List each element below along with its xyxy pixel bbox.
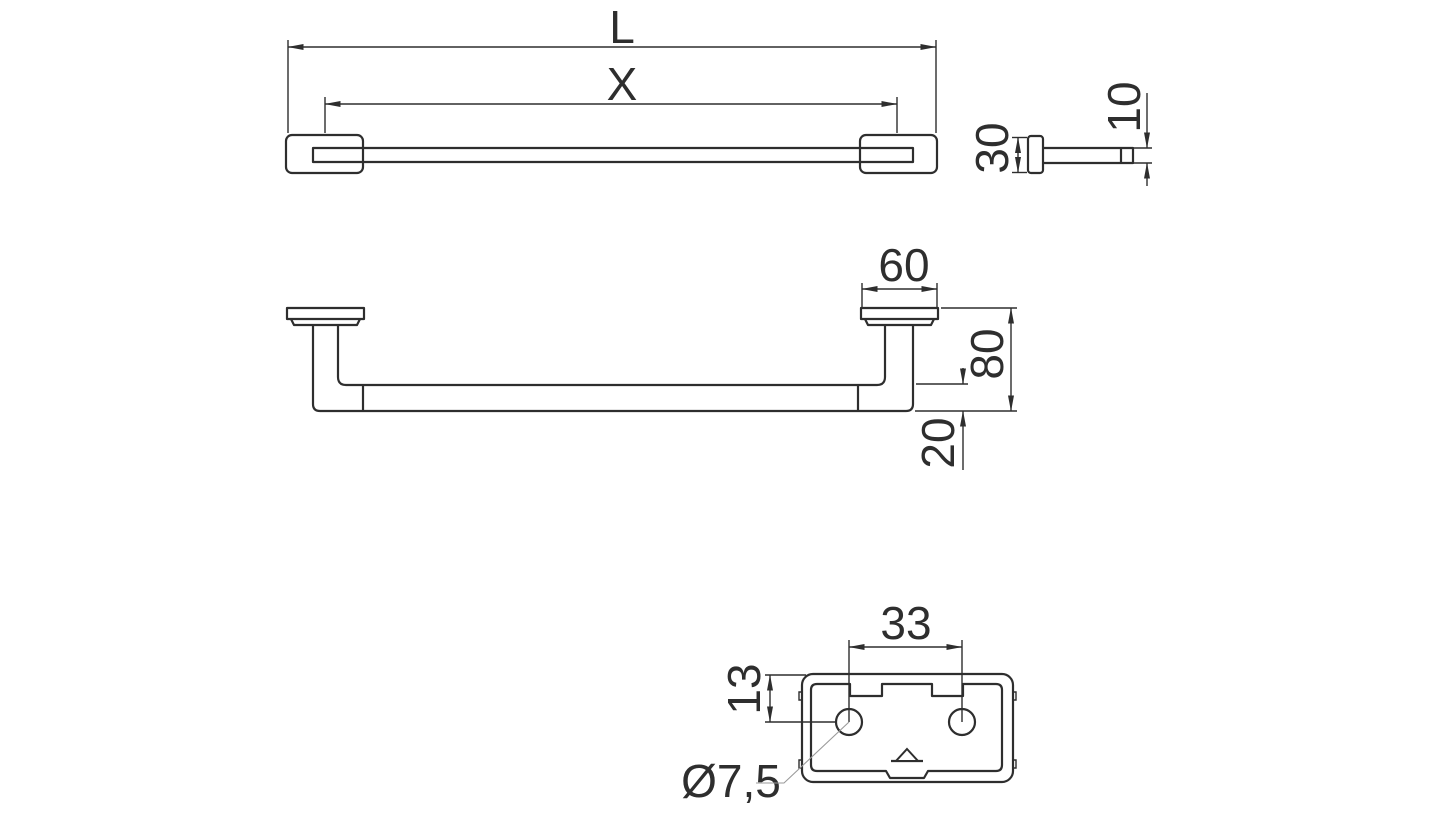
dim-label-hole-offset: 13 <box>718 663 770 714</box>
dim-plate-width: 60 <box>861 239 938 307</box>
dim-hole-spacing: X <box>324 58 898 133</box>
dim-plate-height: 30 <box>966 122 1027 174</box>
plate-outer <box>800 672 1015 784</box>
dim-label-hole-diameter: Ø7,5 <box>681 755 781 807</box>
bar-and-posts-front <box>311 325 915 413</box>
dim-label-plate-height: 30 <box>966 122 1018 173</box>
center-tab-marker <box>893 747 921 762</box>
dim-bar-thickness: 10 <box>1098 81 1152 186</box>
dim-label-plate-hole-spacing: 33 <box>880 597 931 649</box>
dim-bar-depth: 20 <box>912 368 968 470</box>
plate-face-view: 33 13 Ø7,5 <box>681 597 1017 807</box>
plate-inner <box>809 682 1004 780</box>
bar-plan <box>311 146 915 164</box>
dim-hole-offset: 13 <box>718 663 836 723</box>
dim-label-bar-thickness: 10 <box>1098 81 1150 132</box>
side-profile-view: 30 10 <box>966 81 1152 186</box>
dim-hole-diameter: Ø7,5 <box>681 721 850 807</box>
wall-plate-profile <box>1026 134 1045 175</box>
bar-profile <box>1043 146 1135 165</box>
right-plate-front <box>859 306 940 321</box>
right-bracket-plan <box>858 133 939 175</box>
dim-label-plate-width: 60 <box>878 239 929 291</box>
dim-label-overall-height: 80 <box>961 328 1013 379</box>
top-view: L X <box>284 1 939 175</box>
front-view: 60 80 20 <box>285 239 1017 470</box>
left-bracket-plan <box>284 133 365 175</box>
dim-plate-hole-spacing: 33 <box>848 597 963 722</box>
dim-label-hole-spacing: X <box>607 58 638 110</box>
hole-diameter-leader <box>756 721 850 784</box>
dim-overall-height: 80 <box>915 307 1017 412</box>
dim-label-bar-depth: 20 <box>912 417 964 468</box>
dim-overall-length: L <box>287 1 937 133</box>
left-plate-front <box>285 306 366 321</box>
dim-label-overall-length: L <box>609 1 635 53</box>
